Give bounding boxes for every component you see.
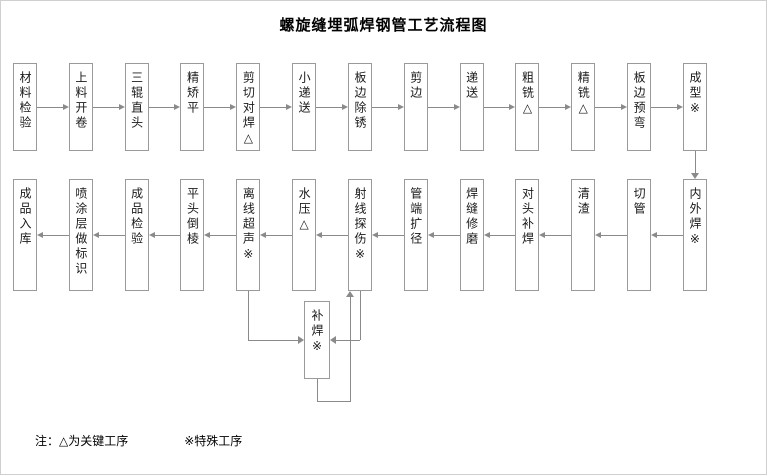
process-label: 清渣 (576, 187, 591, 217)
process-box-butt-joint-repair-weld: 对头补焊 (515, 179, 540, 291)
arrow-right-icon (260, 103, 292, 112)
process-label: 板边预弯 (632, 71, 647, 131)
arrow-right-icon (316, 103, 348, 112)
connector-ultrasonic-to-repair (248, 340, 298, 341)
arrowhead-right-icon (298, 336, 304, 344)
process-label: 水压△ (297, 187, 312, 234)
arrow-left-icon (539, 231, 572, 240)
connector-forming-to-welding (695, 151, 696, 173)
process-box-edge-derusting: 板边除锈 (347, 63, 372, 151)
process-box-pipe-cutting: 切管 (627, 179, 652, 291)
process-box-shear-butt-weld: 剪切对焊△ (236, 63, 261, 151)
process-box-pipe-end-expanding: 管端扩径 (403, 179, 428, 291)
arrow-left-icon (148, 231, 181, 240)
arrow-left-icon (483, 231, 516, 240)
legend-key-process: △为关键工序 (59, 434, 129, 448)
arrowhead-down-icon (691, 173, 699, 179)
arrow-left-icon (316, 231, 348, 240)
process-box-small-delivery: 小递送 (292, 63, 317, 151)
arrow-left-icon (37, 231, 69, 240)
legend-prefix: 注： (35, 434, 60, 448)
process-box-loading-uncoiling: 上料开卷 (68, 63, 93, 151)
process-label: 喷涂层做标识 (73, 187, 88, 277)
process-box-slag-cleaning: 清渣 (571, 179, 596, 291)
legend-special-process: ※特殊工序 (184, 434, 243, 448)
arrow-left-icon (204, 231, 237, 240)
connector-repair-return (317, 401, 351, 402)
process-label: 成品检验 (129, 187, 144, 247)
process-box-weld-grinding: 焊缝修磨 (459, 179, 484, 291)
arrow-left-icon (371, 231, 404, 240)
arrowhead-up-icon (346, 291, 354, 297)
flow-row-2: 成品入库 喷涂层做标识 成品检验 平头倒棱 离线超声※ 水压△ 射线探伤※ 管端… (13, 179, 707, 291)
arrow-left-icon (92, 231, 125, 240)
arrow-right-icon (427, 103, 460, 112)
page-title: 螺旋缝埋弧焊钢管工艺流程图 (279, 16, 488, 34)
connector-repair-return (350, 297, 351, 401)
process-label: 成型※ (687, 71, 702, 118)
arrow-left-icon (260, 231, 292, 240)
connector-xray-to-repair (336, 340, 360, 341)
process-label: 平头倒棱 (185, 187, 200, 247)
process-label: 剪切对焊△ (241, 71, 256, 148)
arrow-left-icon (427, 231, 460, 240)
arrow-right-icon (148, 103, 181, 112)
process-label: 焊缝修磨 (464, 187, 479, 247)
process-box-precision-leveling: 精矫平 (180, 63, 205, 151)
connector-ultrasonic-to-repair (248, 291, 249, 340)
process-label: 材料检验 (18, 71, 32, 131)
process-label: 射线探伤※ (352, 187, 367, 264)
process-label: 离线超声※ (241, 187, 256, 264)
process-box-inner-outer-welding: 内外焊※ (682, 179, 707, 291)
process-label: 递送 (464, 71, 479, 101)
arrow-right-icon (37, 103, 69, 112)
process-box-end-facing-beveling: 平头倒棱 (180, 179, 205, 291)
process-label: 对头补焊 (520, 187, 535, 247)
process-box-material-inspection: 材料检验 (13, 63, 37, 151)
process-label: 上料开卷 (73, 71, 88, 131)
process-box-edge-pre-bending: 板边预弯 (627, 63, 652, 151)
arrow-right-icon (595, 103, 627, 112)
legend: 注：△为关键工序 ※特殊工序 (35, 432, 242, 449)
arrowhead-left-icon (330, 336, 336, 344)
process-box-edge-trimming: 剪边 (403, 63, 428, 151)
arrow-left-icon (651, 231, 683, 240)
arrow-right-icon (204, 103, 237, 112)
process-label: 精铣△ (576, 71, 591, 118)
process-label: 补焊※ (310, 309, 324, 356)
process-box-coating-marking: 喷涂层做标识 (68, 179, 93, 291)
connector-xray-to-repair (360, 291, 361, 340)
arrow-right-icon (483, 103, 516, 112)
process-label: 切管 (632, 187, 647, 217)
arrow-left-icon (595, 231, 627, 240)
arrow-right-icon (92, 103, 125, 112)
process-box-three-roll-straightening: 三辊直头 (124, 63, 149, 151)
process-label: 精矫平 (185, 71, 200, 116)
process-label: 剪边 (408, 71, 423, 101)
process-label: 三辊直头 (129, 71, 144, 131)
process-box-final-inspection: 成品检验 (124, 179, 149, 291)
process-box-forming: 成型※ (682, 63, 707, 151)
arrow-right-icon (371, 103, 404, 112)
process-label: 成品入库 (18, 187, 32, 247)
process-box-xray-inspection: 射线探伤※ (347, 179, 372, 291)
arrow-right-icon (651, 103, 683, 112)
process-box-offline-ultrasonic: 离线超声※ (236, 179, 261, 291)
process-label: 板边除锈 (352, 71, 367, 131)
process-label: 粗铣△ (520, 71, 535, 118)
process-box-hydrostatic-test: 水压△ (292, 179, 317, 291)
process-box-rough-milling: 粗铣△ (515, 63, 540, 151)
process-box-delivery: 递送 (459, 63, 484, 151)
process-box-repair-weld: 补焊※ (304, 301, 330, 379)
flow-row-1: 材料检验 上料开卷 三辊直头 精矫平 剪切对焊△ 小递送 板边除锈 剪边 递送 … (13, 63, 707, 151)
process-box-warehousing: 成品入库 (13, 179, 37, 291)
process-label: 内外焊※ (687, 187, 702, 249)
arrow-right-icon (539, 103, 572, 112)
process-label: 小递送 (297, 71, 312, 116)
connector-repair-return (317, 379, 318, 402)
process-label: 管端扩径 (408, 187, 423, 247)
process-box-fine-milling: 精铣△ (571, 63, 596, 151)
